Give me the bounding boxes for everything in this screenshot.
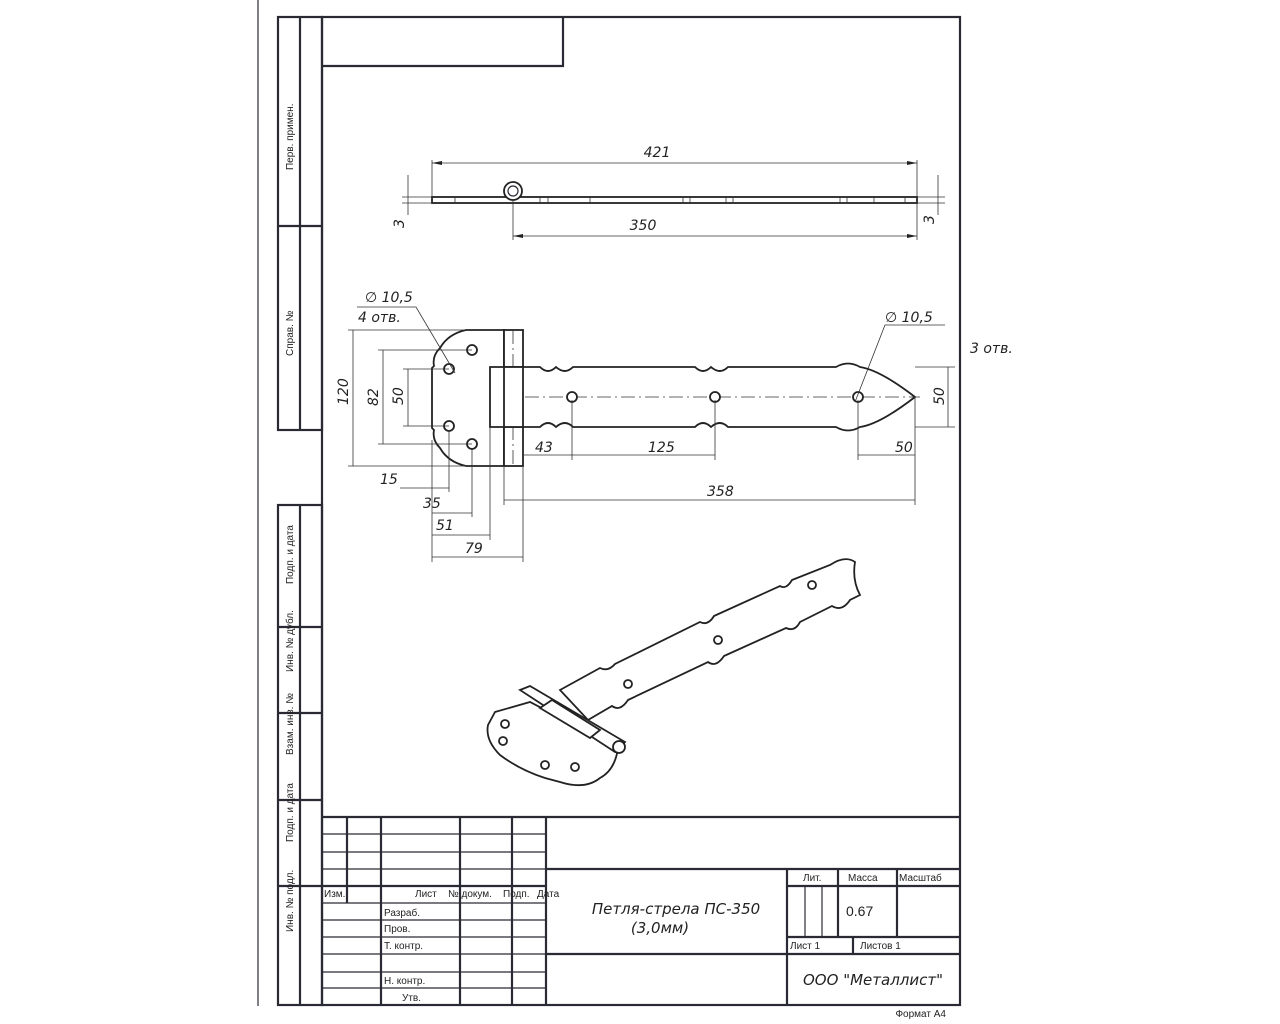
col-no-dokum: № докум. <box>448 889 492 900</box>
dim-50-holes: 50 <box>391 387 407 405</box>
hole-icon <box>713 635 723 645</box>
row-prov: Пров. <box>384 924 410 935</box>
drawing-subtitle: (3,0мм) <box>631 919 689 937</box>
dim-82: 82 <box>366 388 382 406</box>
label-podp-data-2: Подп. и дата <box>285 783 296 842</box>
dim-51: 51 <box>436 518 454 534</box>
hole-icon <box>623 679 633 689</box>
dim-350: 350 <box>630 218 657 234</box>
header-lit: Лит. <box>803 873 821 884</box>
dim-125: 125 <box>648 440 675 456</box>
label-sprav-no: Справ. № <box>285 310 296 356</box>
label-inv-podl: Инв. № подл. <box>285 870 296 932</box>
title-block: Изм. Лист № докум. Подп. Дата Разраб. Пр… <box>322 815 960 1020</box>
dim-421: 421 <box>644 145 671 161</box>
top-view: 421 350 3 3 <box>392 145 945 240</box>
hole-icon <box>540 760 550 770</box>
plate-hole-count: 4 отв. <box>358 310 401 326</box>
row-t-kontr: Т. контр. <box>384 941 423 952</box>
header-masshtab: Масштаб <box>899 872 942 884</box>
sheet-number: Лист 1 <box>790 941 821 952</box>
company-name: ООО "Металлист" <box>803 971 943 989</box>
paper-format: Формат А4 <box>895 1009 946 1020</box>
label-podp-data-1: Подп. и дата <box>285 525 296 584</box>
hole-icon <box>500 719 510 729</box>
row-n-kontr: Н. контр. <box>384 976 425 987</box>
dim-120: 120 <box>336 378 352 405</box>
col-podp: Подп. <box>503 889 530 900</box>
front-view: ∅ 10,5 4 отв. ∅ 10,5 3 отв. 120 82 50 50… <box>336 290 1013 562</box>
iso-plate <box>486 701 619 787</box>
plate-hole-diameter: ∅ 10,5 <box>365 290 413 306</box>
label-vzam-inv: Взам. инв. № <box>285 693 296 755</box>
header-massa: Масса <box>848 873 878 884</box>
hole-icon <box>498 736 508 746</box>
side-strip-labels: Перв. примен. Справ. № Подп. и дата Инв.… <box>284 104 296 932</box>
iso-strap <box>558 558 862 722</box>
dim-thickness-left: 3 <box>392 219 408 228</box>
mount-holes <box>443 344 864 450</box>
hole-icon <box>807 580 817 590</box>
dim-thickness-right: 3 <box>922 215 938 224</box>
col-izm: Изм. <box>324 889 345 900</box>
label-inv-dubl: Инв. № дубл. <box>284 610 296 672</box>
dim-79: 79 <box>465 541 483 557</box>
dim-43: 43 <box>535 440 553 456</box>
label-perv-primen: Перв. примен. <box>285 104 296 170</box>
sheet-frame <box>257 0 962 1007</box>
strap-hole-diameter: ∅ 10,5 <box>885 310 933 326</box>
dim-35: 35 <box>423 496 441 512</box>
hole-icon <box>570 762 580 772</box>
mass-value: 0.67 <box>846 903 873 919</box>
row-razrab: Разраб. <box>384 907 420 919</box>
strap-hole-count: 3 отв. <box>970 341 1013 357</box>
dim-15: 15 <box>380 472 398 488</box>
sheet-count: Листов 1 <box>860 941 901 952</box>
dim-50-strap: 50 <box>932 387 948 405</box>
drawing-title: Петля-стрела ПС-350 <box>592 900 760 918</box>
row-utv: Утв. <box>402 993 421 1004</box>
knuckle-icon <box>503 181 523 201</box>
col-data: Дата <box>537 889 560 900</box>
isometric-view <box>486 558 862 787</box>
dim-358: 358 <box>707 484 734 500</box>
dim-50-tip: 50 <box>895 440 913 456</box>
col-list: Лист <box>415 889 437 900</box>
